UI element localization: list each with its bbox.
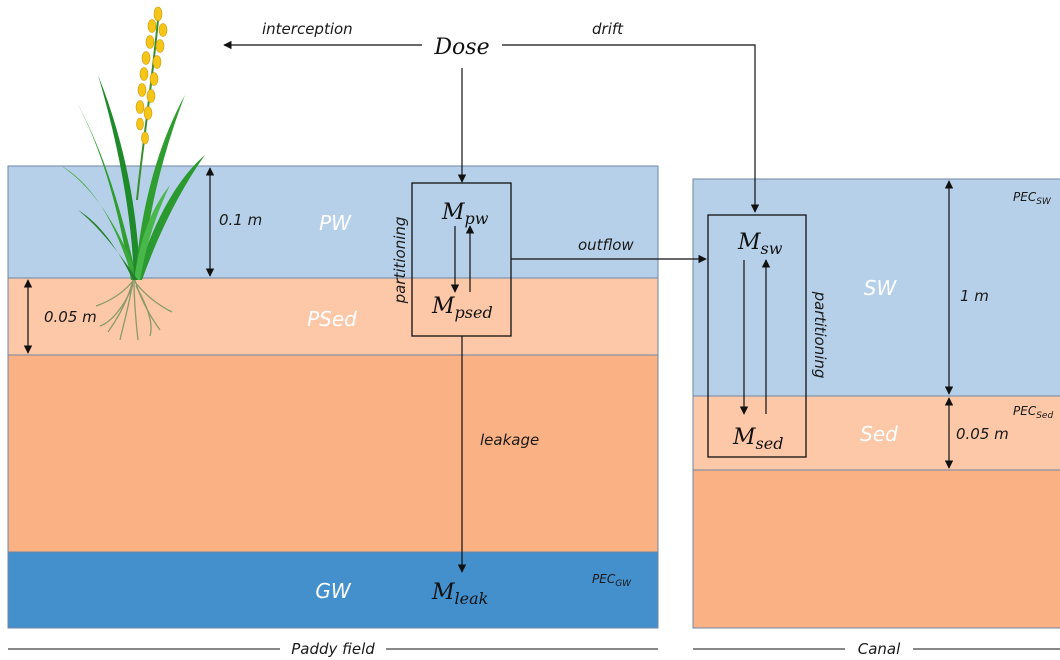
mass-sw: Msw — [737, 230, 783, 258]
sw-depth-label: 1 m — [960, 287, 989, 305]
outflow-label: outflow — [578, 236, 634, 254]
mass-pw: Mpw — [441, 200, 489, 228]
sed-layer-label: Sed — [860, 422, 898, 446]
partitioning-canal-label: partitioning — [811, 291, 829, 379]
pec-gw-label: PECGW — [592, 572, 632, 589]
canal-subsoil-layer — [692, 469, 1060, 629]
mass-psed: Mpsed — [431, 294, 493, 322]
paddy-field-caption: Paddy field — [291, 640, 375, 658]
pw-depth-label: 0.1 m — [219, 211, 262, 229]
psed-depth-label: 0.05 m — [44, 308, 97, 326]
paddy-subsoil-layer — [7, 354, 659, 553]
paddy-groundwater-layer — [7, 551, 659, 629]
paddy-field: PW PSed GW 0.1 m 0.05 m PECGW — [7, 165, 659, 629]
rice-plant-icon — [60, 6, 205, 341]
leakage-label: leakage — [480, 431, 539, 449]
drift-label: drift — [592, 20, 624, 38]
mass-sed: Msed — [732, 425, 783, 453]
interception-label: interception — [262, 20, 353, 38]
gw-layer-label: GW — [315, 579, 351, 603]
canal-caption: Canal — [858, 640, 901, 658]
dose-label: Dose — [433, 35, 489, 60]
canal-sediment-layer — [692, 395, 1060, 471]
pec-sw-label: PECSW — [1013, 190, 1052, 207]
partitioning-paddy-label: partitioning — [391, 217, 409, 305]
pec-sed-label: PECSed — [1013, 404, 1053, 421]
sed-depth-label: 0.05 m — [956, 425, 1009, 443]
canal-compartment-box — [707, 214, 807, 458]
psed-layer-label: PSed — [307, 307, 357, 331]
mass-leak: Mleak — [431, 580, 488, 608]
drift-arrow — [502, 44, 760, 213]
canal: SW Sed 1 m 0.05 m PECSW PECSed — [692, 178, 1060, 629]
sw-layer-label: SW — [864, 276, 898, 300]
pw-layer-label: PW — [319, 211, 352, 235]
paddy-sediment-layer — [7, 277, 659, 356]
